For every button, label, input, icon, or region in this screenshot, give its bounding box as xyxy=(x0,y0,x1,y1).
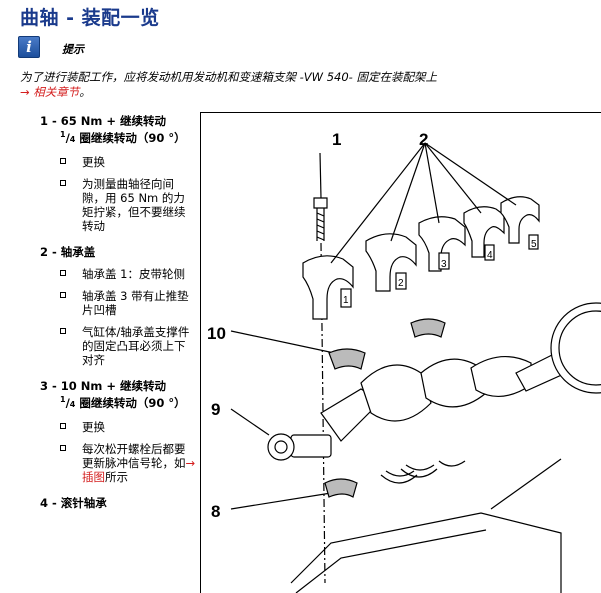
intro-link[interactable]: 相关章节 xyxy=(33,85,80,99)
crankshaft xyxy=(290,352,567,458)
intro-paragraph: 为了进行装配工作，应将发动机用发动机和变速箱支架 -VW 540- 固定在装配架… xyxy=(20,70,440,100)
square-bullet-icon xyxy=(60,291,66,298)
square-bullet-icon xyxy=(60,157,66,164)
signal-wheel xyxy=(550,302,601,394)
parts-list: 1 - 65 Nm + 继续转动 1/4 圈继续转动（90 °） 更换 为测量曲… xyxy=(40,114,196,510)
item-3-cont-text: 圈继续转动（90 °） xyxy=(75,395,186,410)
square-bullet-icon xyxy=(60,269,66,276)
cap-number-5: 5 xyxy=(531,239,537,250)
fraction-numerator: 1 xyxy=(60,130,66,139)
sub-text: 轴承盖 3 带有止推垫片凹槽 xyxy=(82,288,189,317)
bearing-caps xyxy=(302,196,540,320)
item-3-title: 3 - 10 Nm + 继续转动 xyxy=(40,378,167,393)
callout-2: 2 xyxy=(419,130,428,149)
cap-number-2: 2 xyxy=(398,278,404,289)
list-item: 气缸体/轴承盖支撑件的固定凸耳必须上下对齐 xyxy=(40,325,196,367)
figure-link[interactable]: 插图 xyxy=(82,469,105,484)
square-bullet-icon xyxy=(60,422,66,429)
list-item: 轴承盖 1：皮带轮侧 xyxy=(40,267,196,281)
list-item-1-head: 1 - 65 Nm + 继续转动 1/4 圈继续转动（90 °） xyxy=(40,114,196,147)
callout-8: 8 xyxy=(211,502,220,521)
cap-number-4: 4 xyxy=(487,250,493,261)
crankshaft-exploded-figure: 1 2 10 9 8 1 2 3 4 5 xyxy=(200,112,601,593)
sub-text: 为测量曲轴径向间隙，用 65 Nm 的力矩拧紧，但不要继续转动 xyxy=(82,176,186,233)
sub-text-end: 所示 xyxy=(105,469,128,484)
cap-number-1: 1 xyxy=(343,295,349,306)
intro-link-arrow[interactable]: → xyxy=(20,85,30,99)
list-item: 更换 xyxy=(40,155,196,169)
sprocket xyxy=(267,433,295,461)
sub-text: 气缸体/轴承盖支撑件的固定凸耳必须上下对齐 xyxy=(82,324,190,367)
sub-text: 每次松开螺栓后都要更新脉冲信号轮，如 xyxy=(82,441,186,470)
figure-link-arrow[interactable]: → xyxy=(185,455,196,470)
list-item-3-head: 3 - 10 Nm + 继续转动 1/4 圈继续转动（90 °） xyxy=(40,379,196,412)
list-item: 更换 xyxy=(40,420,196,434)
square-bullet-icon xyxy=(60,179,66,186)
sub-text: 轴承盖 1：皮带轮侧 xyxy=(82,266,185,281)
list-item-4-head: 4 - 滚针轴承 xyxy=(40,495,107,510)
item-1-cont: 1/4 圈继续转动（90 °） xyxy=(60,130,186,145)
callout-9: 9 xyxy=(211,400,220,419)
exploded-view-drawing: 1 2 10 9 8 1 2 3 4 5 xyxy=(207,130,601,593)
list-item: 为测量曲轴径向间隙，用 65 Nm 的力矩拧紧，但不要继续转动 xyxy=(40,177,196,233)
item-3-cont: 1/4 圈继续转动（90 °） xyxy=(60,394,186,410)
square-bullet-icon xyxy=(60,444,66,451)
callout-1: 1 xyxy=(332,130,341,149)
list-item: 每次松开螺栓后都要更新脉冲信号轮，如→ 插图所示 xyxy=(40,442,196,484)
fraction-denominator: 4 xyxy=(69,134,76,144)
intro-text: 为了进行装配工作，应将发动机用发动机和变速箱支架 -VW 540- 固定在装配架… xyxy=(20,70,437,84)
info-icon: i xyxy=(18,36,40,58)
sub-text: 更换 xyxy=(82,419,105,434)
callout-10: 10 xyxy=(207,324,226,343)
fraction-denominator: 4 xyxy=(69,399,76,409)
item-1-title: 1 - 65 Nm + 继续转动 xyxy=(40,114,167,128)
page-title: 曲轴 - 装配一览 xyxy=(20,7,160,29)
intro-end: 。 xyxy=(79,85,91,99)
bolt-icon xyxy=(313,152,328,241)
hint-label: 提示 xyxy=(62,43,84,56)
sub-text: 更换 xyxy=(82,154,105,169)
fraction-numerator: 1 xyxy=(60,394,66,404)
cap-number-3: 3 xyxy=(441,259,447,270)
item-1-cont-text: 圈继续转动（90 °） xyxy=(75,130,186,145)
square-bullet-icon xyxy=(60,327,66,334)
list-item: 轴承盖 3 带有止推垫片凹槽 xyxy=(40,289,196,317)
list-item-2-head: 2 - 轴承盖 xyxy=(40,244,96,259)
